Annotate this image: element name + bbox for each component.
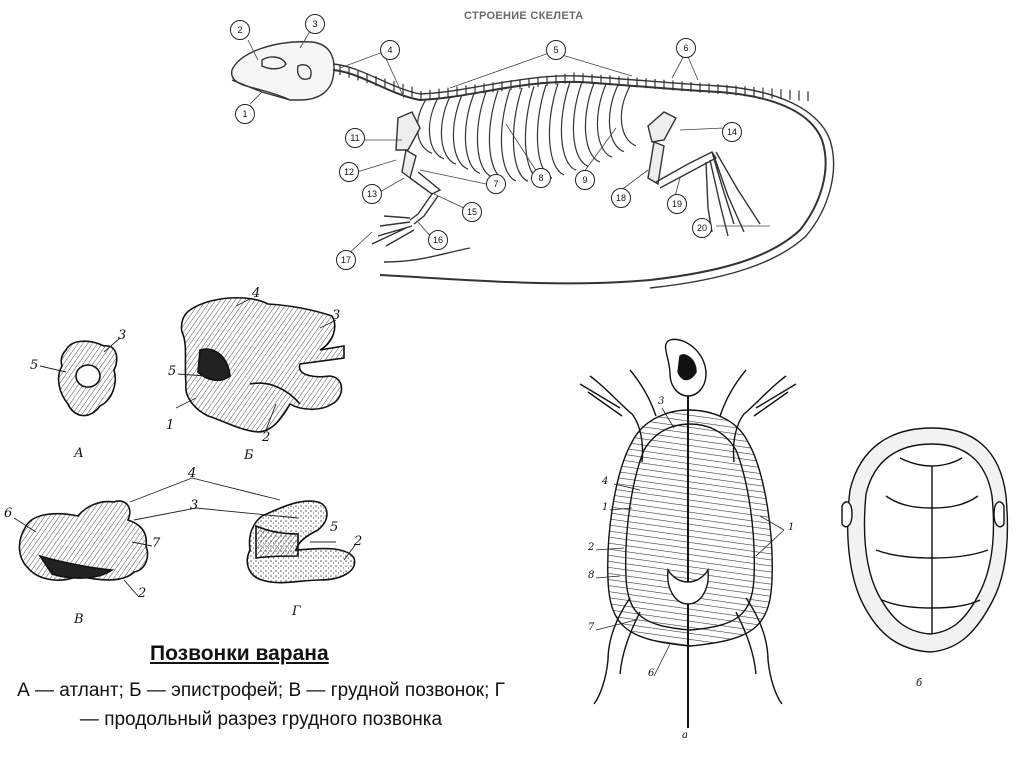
skeleton-label-18: 18 [611, 188, 631, 208]
vertebra-part-2-d: 2 [354, 534, 363, 549]
skeleton-label-7: 7 [486, 174, 506, 194]
skeleton-label-9: 9 [575, 170, 595, 190]
turtle-label-3: 3 [658, 396, 665, 407]
scapula [395, 111, 421, 151]
skeleton-label-6: 6 [676, 38, 696, 58]
vertebra-part-2-b: 2 [262, 430, 271, 445]
skeleton-label-12: 12 [339, 162, 359, 182]
skull [230, 41, 335, 101]
humerus [401, 148, 417, 180]
rib [608, 84, 625, 153]
turtle-label-2: 2 [588, 542, 595, 553]
skeleton-label-4: 4 [380, 40, 400, 60]
skeleton-label-11: 11 [345, 128, 365, 148]
vertebra-part-4-b: 4 [252, 286, 261, 301]
vertebra-part-4-shared: 4 [188, 466, 197, 481]
turtle-label-8: 8 [588, 570, 595, 581]
vertebra-part-5-b: 5 [168, 364, 177, 379]
vertebra-section [246, 500, 356, 584]
vertebra-part-3-atlas: 3 [118, 328, 127, 343]
thoracic-vertebra [18, 500, 149, 581]
vertebrae-drawing [13, 296, 357, 597]
vertebra-part-6-c: 6 [4, 506, 13, 521]
figure-label-b: Б [244, 448, 254, 463]
rib [584, 82, 601, 163]
skeleton-label-13: 13 [362, 184, 382, 204]
vertebra-part-2-c: 2 [138, 586, 147, 601]
vertebrae-figure: 3 5 А 4 3 5 1 2 Б 4 3 6 7 2 В 5 2 Г [0, 280, 520, 640]
rib [596, 83, 613, 158]
figure-label-a: А [74, 446, 84, 461]
vertebra-part-3-shared: 3 [190, 498, 199, 513]
vertebra-part-5-atlas: 5 [30, 358, 39, 373]
atlas-vertebra [57, 340, 118, 417]
epistropheus-vertebra [180, 296, 345, 433]
rib [500, 89, 517, 182]
vertebra-part-5-d: 5 [330, 520, 339, 535]
turtle-label-a: а [682, 730, 688, 741]
skeleton-label-16: 16 [428, 230, 448, 250]
turtle-label-1-right: 1 [788, 522, 795, 533]
rib [548, 83, 565, 176]
rib [560, 81, 577, 171]
skeleton-label-15: 15 [462, 202, 482, 222]
turtle-label-7: 7 [588, 622, 595, 633]
pelvis [647, 111, 677, 143]
turtle-figure: 3 4 1 2 8 7 6 1 а б [560, 330, 1024, 767]
turtle-drawing [579, 338, 1009, 728]
skeleton-label-8: 8 [531, 168, 551, 188]
rib [476, 91, 493, 178]
skeleton-label-3: 3 [305, 14, 325, 34]
skeleton-label-14: 14 [722, 122, 742, 142]
skeleton-label-5: 5 [546, 40, 566, 60]
rib [440, 96, 457, 165]
skeleton-label-1: 1 [235, 104, 255, 124]
rib [572, 81, 589, 167]
vertebra-part-7-c: 7 [152, 536, 161, 551]
femur [647, 141, 665, 186]
caption-title: Позвонки варана [150, 642, 329, 665]
rib [428, 97, 445, 160]
turtle-label-4: 4 [602, 476, 609, 487]
vertebra-part-3-b: 3 [332, 308, 341, 323]
skeleton-label-2: 2 [230, 20, 250, 40]
rib [512, 87, 529, 182]
skeleton-title: СТРОЕНИЕ СКЕЛЕТА [464, 10, 584, 22]
turtle-label-6: 6 [648, 668, 655, 679]
rib [452, 94, 469, 170]
turtle-carapace [841, 427, 1009, 653]
figure-label-c: В [74, 612, 84, 627]
rib [620, 85, 637, 147]
caption-text: А — атлант; Б — эпистрофей; В — грудной … [17, 680, 505, 730]
skeleton-label-19: 19 [667, 194, 687, 214]
turtle-label-b: б [916, 678, 923, 689]
skeleton-label-20: 20 [692, 218, 712, 238]
rib [464, 93, 481, 174]
figure-label-d: Г [292, 604, 301, 619]
vertebra-part-1-b: 1 [166, 418, 175, 433]
lizard-skeleton-figure: 1 2 3 4 5 6 11 12 13 7 8 9 14 15 16 17 1… [0, 0, 1024, 300]
lizard-skeleton-drawing [230, 27, 835, 289]
skeleton-label-17: 17 [336, 250, 356, 270]
turtle-label-1-left: 1 [602, 502, 609, 513]
turtle-ventral-skeleton [579, 338, 797, 728]
